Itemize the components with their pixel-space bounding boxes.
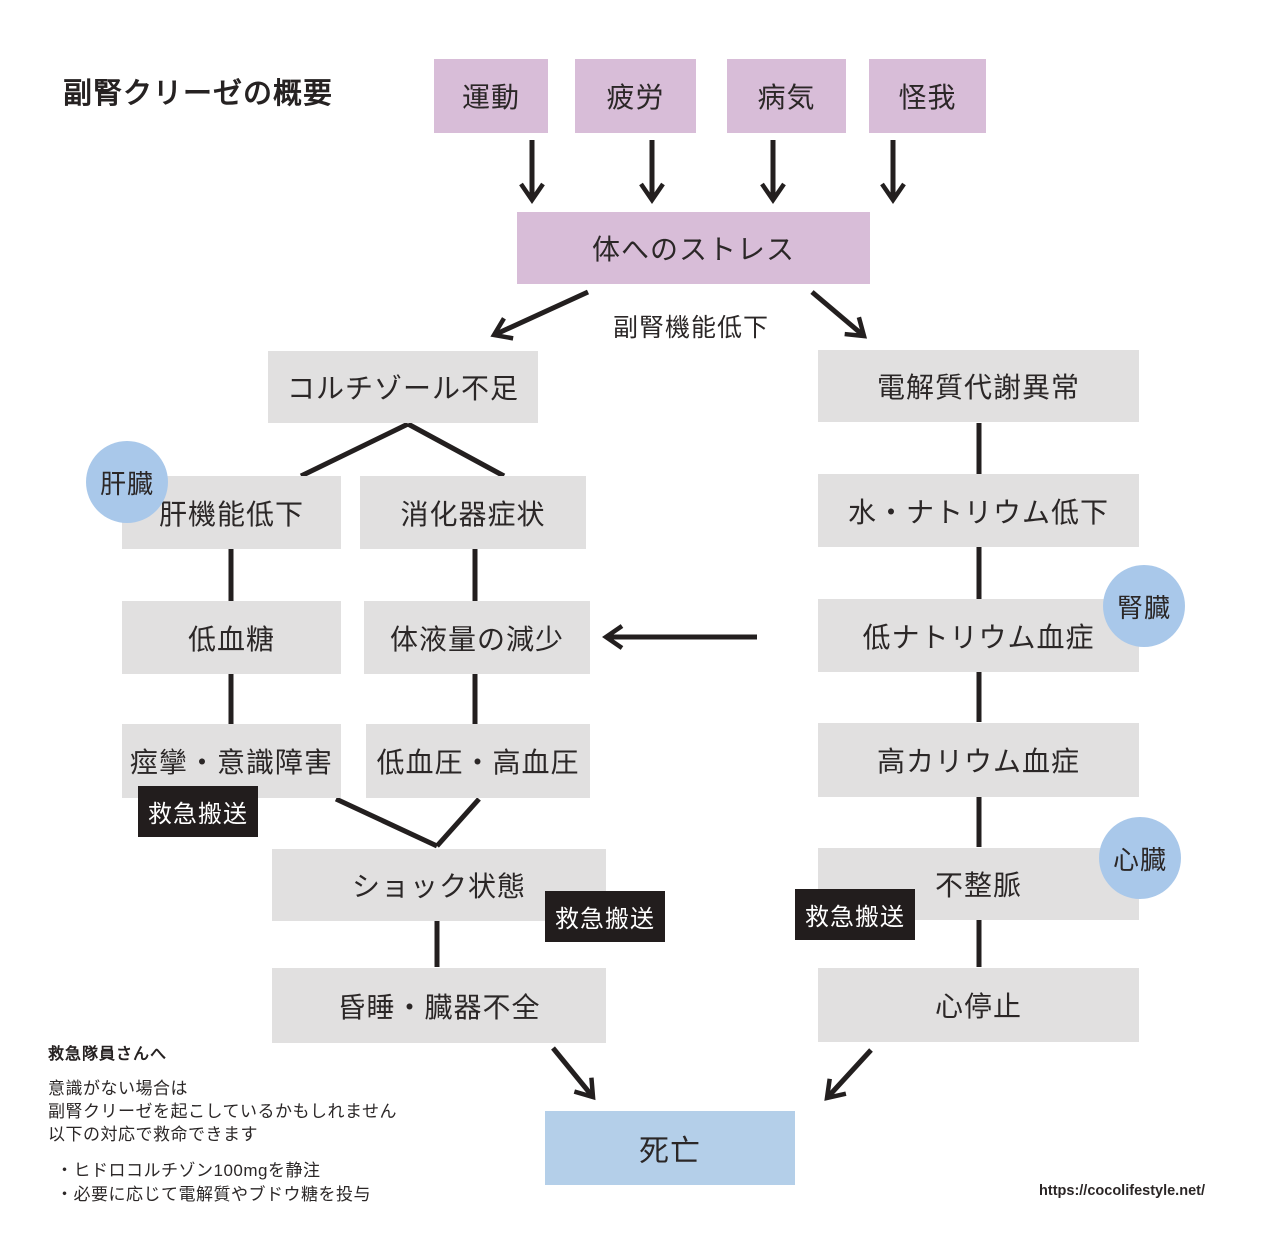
note-line: 以下の対応で救命できます	[48, 1125, 258, 1144]
node-cause-illness: 病気	[727, 59, 846, 133]
node-convulsion-unconsciousness: 痙攣・意識障害	[122, 724, 341, 798]
note-bullet: ・ヒドロコルチゾン100mgを静注	[56, 1161, 321, 1180]
organ-badge-liver: 肝臓	[86, 441, 168, 523]
page-title: 副腎クリーゼの概要	[63, 78, 334, 110]
transport-badge-left: 救急搬送	[138, 786, 258, 837]
node-hyperkalemia: 高カリウム血症	[818, 723, 1139, 797]
note-line: 意識がない場合は	[48, 1079, 188, 1098]
node-electrolyte-abnormality: 電解質代謝異常	[818, 350, 1139, 422]
node-death: 死亡	[545, 1111, 795, 1185]
organ-badge-heart: 心臓	[1099, 817, 1181, 899]
node-cortisol-deficiency: コルチゾール不足	[268, 351, 538, 423]
label-adrenal-decline: 副腎機能低下	[613, 314, 770, 342]
node-body-stress: 体へのストレス	[517, 212, 870, 284]
node-blood-pressure-abnormality: 低血圧・高血圧	[366, 724, 590, 798]
node-coma-organ-failure: 昏睡・臓器不全	[272, 968, 606, 1043]
transport-badge-middle: 救急搬送	[545, 891, 665, 942]
node-digestive-symptoms: 消化器症状	[360, 476, 586, 549]
node-cause-exercise: 運動	[434, 59, 548, 133]
node-cardiac-arrest: 心停止	[818, 968, 1139, 1042]
note-line: 副腎クリーゼを起こしているかもしれません	[48, 1102, 397, 1121]
node-arrhythmia: 不整脈	[818, 848, 1139, 920]
node-cause-fatigue: 疲労	[575, 59, 696, 133]
note-heading: 救急隊員さんへ	[48, 1046, 168, 1063]
node-hypoglycemia: 低血糖	[122, 601, 341, 674]
node-cause-injury: 怪我	[869, 59, 986, 133]
note-bullet: ・必要に応じて電解質やブドウ糖を投与	[56, 1185, 371, 1204]
node-fluid-loss: 体液量の減少	[364, 601, 590, 674]
transport-badge-right: 救急搬送	[795, 889, 915, 940]
source-url: https://cocolifestyle.net/	[1039, 1183, 1205, 1199]
organ-badge-kidney: 腎臓	[1103, 565, 1185, 647]
node-hyponatremia: 低ナトリウム血症	[818, 599, 1139, 672]
node-water-sodium-decline: 水・ナトリウム低下	[818, 474, 1139, 547]
